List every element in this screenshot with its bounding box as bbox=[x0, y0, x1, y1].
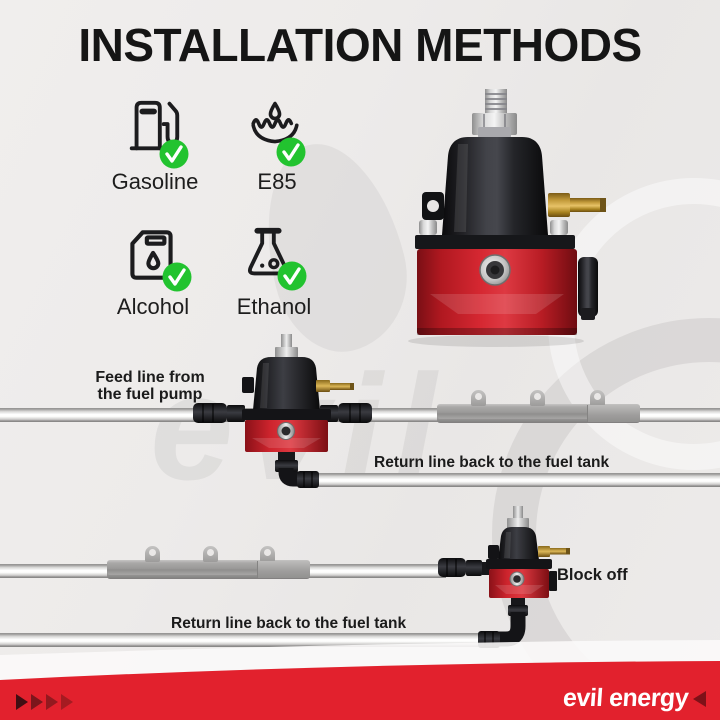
feed-line-label-line1: Feed line from bbox=[95, 369, 205, 386]
footer-arrows-icon bbox=[16, 694, 73, 710]
rail-tab bbox=[471, 390, 486, 406]
rail-tab bbox=[203, 546, 218, 562]
rail-end-cap bbox=[257, 561, 310, 578]
fuel-rail-bottom bbox=[107, 546, 310, 579]
check-icon bbox=[159, 139, 189, 169]
rail-tab bbox=[530, 390, 545, 406]
block-off-label: Block off bbox=[557, 566, 628, 584]
return-line-tube-bottom bbox=[0, 633, 480, 647]
brand-arrow-icon bbox=[693, 690, 706, 707]
fuel-type-label-alcohol: Alcohol bbox=[116, 294, 190, 319]
check-icon bbox=[276, 137, 306, 167]
check-icon bbox=[277, 261, 307, 291]
rail-end-cap bbox=[587, 405, 640, 422]
brand-name: evil energy bbox=[561, 684, 690, 712]
regulator-inline-bottom bbox=[438, 506, 570, 648]
brand-logo: evil energy bbox=[0, 684, 706, 713]
feed-line-label: Feed line from the fuel pump bbox=[83, 369, 217, 403]
regulator-inline-middle bbox=[193, 334, 372, 488]
rail-tab bbox=[145, 546, 160, 562]
fuel-type-label-gasoline: Gasoline bbox=[111, 169, 199, 194]
return-line-label-middle: Return line back to the fuel tank bbox=[374, 454, 610, 471]
page-title: INSTALLATION METHODS bbox=[78, 19, 642, 71]
footer-band bbox=[0, 640, 720, 720]
return-line-label-bottom: Return line back to the fuel tank bbox=[171, 615, 407, 632]
fuel-type-label-e85: E85 bbox=[257, 169, 297, 194]
rail-tab bbox=[260, 546, 275, 562]
feed-line-label-line2: the fuel pump bbox=[97, 385, 203, 403]
return-line-tube bbox=[318, 473, 720, 487]
rail-tab bbox=[590, 390, 605, 406]
e85-water-icon bbox=[251, 101, 299, 144]
fuel-type-label-ethanol: Ethanol bbox=[236, 294, 312, 319]
fuel-pressure-regulator-product bbox=[408, 89, 606, 347]
fuel-rail bbox=[437, 390, 640, 423]
check-icon bbox=[162, 262, 192, 292]
